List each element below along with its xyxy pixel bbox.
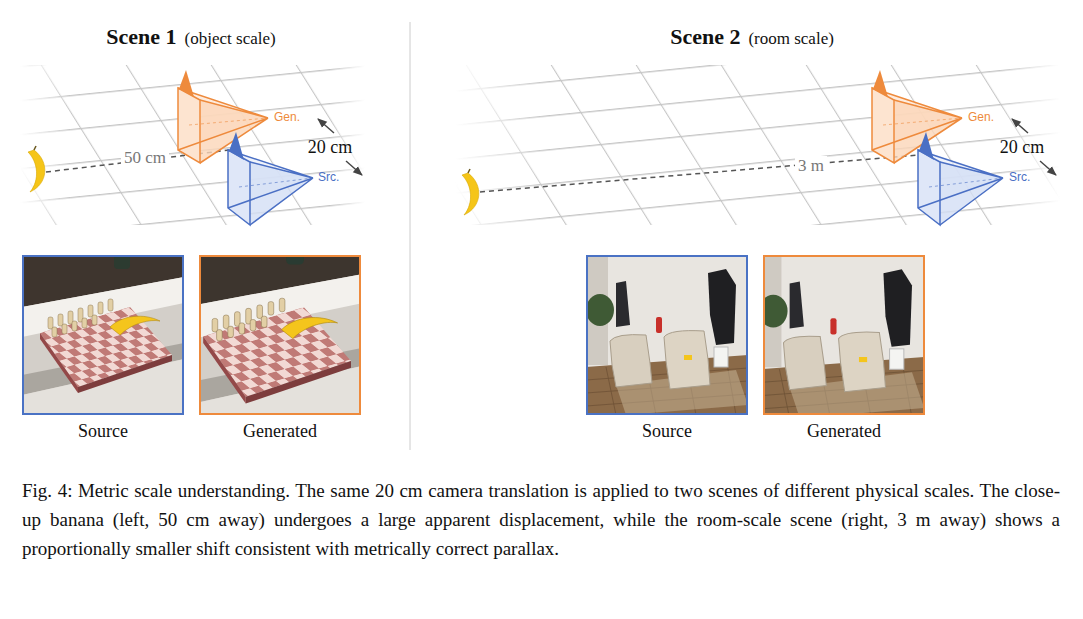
image-frame: Source <box>22 255 184 415</box>
caption-block: Fig. 4: Metric scale understanding. The … <box>22 476 1060 563</box>
scale-note: (room scale) <box>748 29 833 49</box>
scale-note: (object scale) <box>185 29 276 49</box>
label-holder: (object scale) <box>185 29 276 49</box>
camera-label: Gen. <box>968 111 994 125</box>
label-holder: 50 cm <box>121 148 169 168</box>
camera-label: Gen. <box>274 111 300 125</box>
camera-label: Src. <box>1009 171 1030 185</box>
label-holder: 20 cm <box>1000 137 1045 158</box>
distance-label: 50 cm <box>121 148 169 168</box>
label-holder: Scene 2 <box>670 24 740 49</box>
translation-label: 20 cm <box>1000 137 1045 158</box>
label-holder: Src. <box>318 171 339 185</box>
scene-title: Scene 1 <box>106 24 176 49</box>
figure-caption: Fig. 4: Metric scale understanding. The … <box>22 476 1060 563</box>
label-holder: Gen. <box>274 111 300 125</box>
image-frame: Source <box>586 255 748 415</box>
label-holder: (room scale) <box>748 29 833 49</box>
label-holder: 3 m <box>795 156 827 176</box>
distance-label: 3 m <box>795 156 827 176</box>
image-frame: Generated <box>199 255 361 415</box>
image-caption: Generated <box>243 421 317 442</box>
image-frame: Generated <box>763 255 925 415</box>
label-holder: Scene 1 <box>106 24 176 49</box>
image-caption: Generated <box>807 421 881 442</box>
scene-title: Scene 2 <box>670 24 740 49</box>
label-holder: 20 cm <box>308 137 353 158</box>
image-caption: Source <box>642 421 692 442</box>
translation-label: 20 cm <box>308 137 353 158</box>
camera-label: Src. <box>318 171 339 185</box>
label-holder: Src. <box>1009 171 1030 185</box>
image-caption: Source <box>78 421 128 442</box>
label-holder: Gen. <box>968 111 994 125</box>
